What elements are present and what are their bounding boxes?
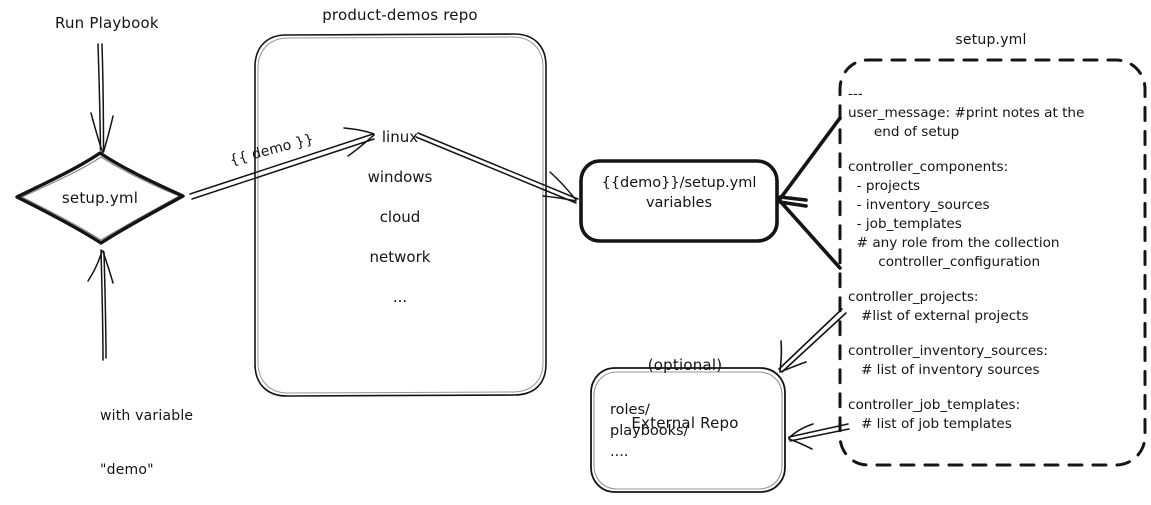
with-variable-line2: "demo" <box>100 461 154 478</box>
demo-setupyml-variables-shape <box>579 159 779 243</box>
repo-folder-item-ellipsis: ... <box>392 288 408 306</box>
external-repo-contents: roles/ playbooks/ .... <box>610 400 688 463</box>
controller-job-templates-to-external-repo-arrow <box>788 423 850 450</box>
controller-projects-to-external-repo-arrow <box>778 308 847 373</box>
setup-yml-file-content: --- user_message: #print notes at the end… <box>848 86 1140 437</box>
run-playbook-arrow <box>90 43 114 153</box>
run-playbook-label: Run Playbook <box>55 14 159 32</box>
repo-folder-item: network <box>369 248 431 266</box>
setup-yml-file-shape <box>838 58 1147 467</box>
demo-variable-arrow <box>189 127 375 200</box>
setup-yml-decision-shape <box>15 151 185 245</box>
external-repo-shape <box>590 367 786 493</box>
external-repo-content-item: roles/ <box>610 402 650 418</box>
product-demos-repo-title: product-demos repo <box>322 6 478 24</box>
yaml-line: # any role from the collection <box>848 235 1060 251</box>
external-repo-title: (optional) External Repo <box>631 318 738 472</box>
yaml-line: #list of external projects <box>848 308 1029 324</box>
repo-folder-item: cloud <box>379 208 421 226</box>
setup-yml-decision-shape-inner <box>20 156 181 241</box>
yaml-line: user_message: #print notes at the <box>848 105 1085 121</box>
product-demos-repo-shape <box>254 33 547 397</box>
yaml-line: controller_components: <box>848 159 1009 175</box>
yaml-line: controller_job_templates: <box>848 397 1021 413</box>
with-variable-arrow <box>87 249 114 361</box>
linux-to-variables-arrow <box>415 132 579 204</box>
yaml-line: controller_projects: <box>848 289 979 305</box>
setupyml-to-variables-connectors <box>778 116 842 270</box>
external-repo-content-item: playbooks/ <box>610 423 689 440</box>
repo-folder-list: linux windows cloud network ... <box>320 128 480 306</box>
yaml-line: - inventory_sources <box>848 197 990 213</box>
yaml-line: # list of inventory sources <box>848 362 1040 378</box>
yaml-line: # list of job templates <box>848 416 1012 432</box>
external-repo-title-line2: External Repo <box>631 413 739 432</box>
yaml-line: - projects <box>848 178 921 194</box>
yaml-line: end of setup <box>848 124 960 140</box>
yaml-line: controller_configuration <box>848 254 1041 270</box>
external-repo-content-item: .... <box>610 444 629 461</box>
yaml-line: --- <box>848 86 863 102</box>
variables-box-line2: variables <box>645 194 713 211</box>
repo-folder-item: windows <box>367 168 433 186</box>
yaml-line: controller_inventory_sources: <box>848 343 1048 359</box>
yaml-line: - job_templates <box>848 216 962 232</box>
setup-yml-file-title: setup.yml <box>955 32 1027 48</box>
external-repo-title-line1: (optional) <box>647 356 723 375</box>
with-variable-line1: with variable <box>100 407 194 424</box>
variables-box-label: {{demo}}/setup.yml variables <box>579 174 779 213</box>
setup-yml-decision-label: setup.yml <box>61 189 139 207</box>
variables-box-line1: {{demo}}/setup.yml <box>601 175 757 191</box>
with-variable-label: with variable "demo" <box>100 372 193 505</box>
repo-folder-item: linux <box>381 128 419 146</box>
